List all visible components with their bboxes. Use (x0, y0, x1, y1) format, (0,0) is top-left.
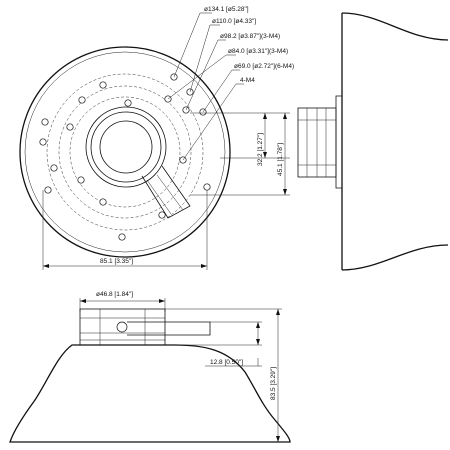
top-width-dimension-lines (79, 298, 166, 312)
screw-hole (78, 96, 86, 104)
diameter-84-label: ø84.0 [ø3.31"](3-M4) (228, 48, 288, 55)
total-height-label: 83.5 [3.29"] (270, 367, 277, 400)
inner-rim (24, 51, 226, 253)
width-dimension-lines (42, 190, 208, 270)
screw-hole (66, 123, 74, 131)
bell-shoulder (335, 95, 342, 189)
screw-hole (44, 186, 52, 194)
height-32-label: 32.2 [1.27"] (257, 133, 264, 166)
top-diameter-label: ø46.8 [1.84"] (96, 291, 133, 298)
screw-hole (118, 233, 126, 241)
collar-height-dimension-lines (175, 321, 262, 367)
screw-hole (124, 99, 132, 107)
height-dimension-lines (190, 112, 290, 196)
screw-hole (39, 138, 47, 146)
mounting-holes (39, 73, 211, 241)
side-channel (127, 321, 211, 336)
screw-hole (77, 176, 85, 184)
screw-hole (203, 183, 211, 191)
diameter-98-label: ø98.2 [ø3.87"](3-M4) (220, 33, 280, 40)
height-45-label: 45.1 [1.78"] (277, 143, 284, 176)
screw-hole (158, 211, 166, 219)
bolt-circle-69 (69, 96, 181, 208)
top-view: ø134.1 [ø5.28"] ø110.0 [ø4.33"] ø98.2 [ø… (19, 6, 294, 270)
screw-hole (99, 81, 107, 89)
bolt-circle-84 (58, 85, 192, 219)
center-boss-ring (90, 111, 162, 183)
leader-lines (167, 12, 244, 161)
screw-hole (50, 164, 58, 172)
diameter-134-label: ø134.1 [ø5.28"] (204, 6, 249, 13)
width-85-label: 85.1 [3.35"] (100, 258, 133, 265)
total-height-dimension-lines (165, 308, 282, 442)
diameter-69-label: ø69.0 [ø2.72"](6-M4) (234, 63, 294, 70)
bell-profile-top (341, 12, 449, 41)
side-screw (116, 321, 128, 333)
screw-hole (41, 118, 49, 126)
base-profile (9, 344, 291, 443)
outer-rim (19, 46, 231, 258)
cable-channel-inner (146, 174, 184, 215)
cable-channel (141, 165, 191, 219)
side-view (297, 12, 449, 271)
bell-profile-bottom (341, 244, 449, 271)
center-opening (99, 120, 153, 174)
front-view: ø46.8 [1.84"] 12.8 [0.50"] (9, 291, 291, 443)
center-boss-outer (85, 106, 167, 188)
screw-hole (99, 198, 107, 206)
bolt-circle-98 (46, 73, 204, 231)
thread-label: 4-M4 (240, 77, 255, 84)
collar-height-label: 12.8 [0.50"] (210, 359, 243, 366)
diameter-110-label: ø110.0 [ø4.33"] (212, 18, 256, 25)
